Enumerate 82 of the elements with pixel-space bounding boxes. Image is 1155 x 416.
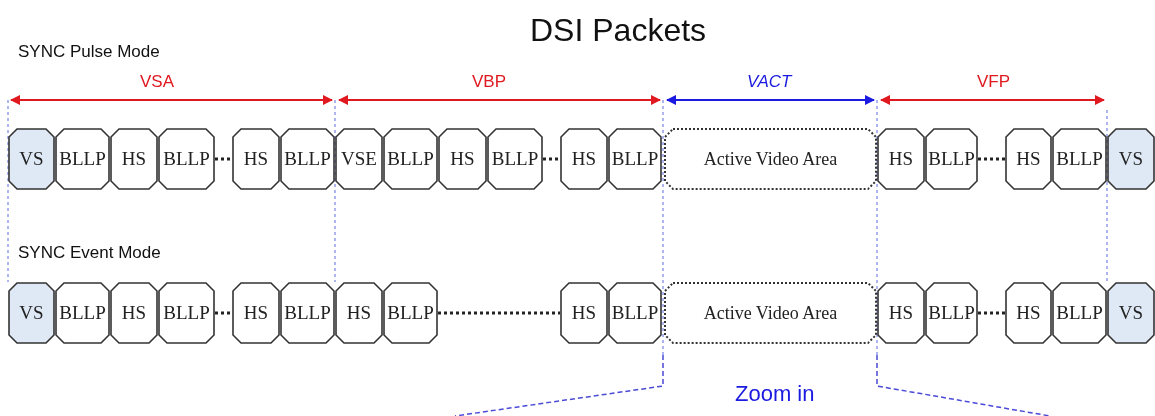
packet-label: HS (1016, 302, 1041, 324)
packet-box (8, 128, 55, 190)
packet-box (55, 128, 110, 190)
packet-box (1005, 128, 1052, 190)
packet-label: VS (1118, 302, 1144, 324)
packet-box (383, 282, 438, 344)
packet-label: BLLP (1056, 302, 1103, 324)
packet-box (232, 282, 280, 344)
dimension-label: VBP (472, 72, 507, 92)
packet-label: HS (888, 302, 914, 324)
packet-label: BLLP (387, 148, 434, 170)
dimension-label: VSA (140, 72, 175, 92)
packet-label: Active Video Area (703, 148, 838, 170)
packet-label: VS (1118, 148, 1144, 170)
packet-box (55, 282, 110, 344)
packet-label: VS (19, 148, 44, 170)
packet-box (1052, 282, 1107, 344)
packet-label: BLLP (59, 302, 106, 324)
dimension-label: VACT (747, 72, 792, 92)
packet-label: BLLP (59, 148, 106, 170)
packet-label: VS (19, 302, 44, 324)
diagram-title: DSI Packets (530, 12, 707, 49)
packet-box (110, 282, 158, 344)
packet-label: VSE (341, 148, 377, 170)
active-area-box (664, 282, 877, 344)
packet-box (438, 128, 487, 190)
packet-box (1052, 128, 1107, 190)
packet-label: BLLP (1056, 148, 1103, 170)
dotted-connector (215, 311, 232, 315)
packet-label: BLLP (611, 302, 659, 324)
packet-label: Active Video Area (703, 302, 838, 324)
packet-label: HS (346, 302, 372, 324)
packet-label: HS (888, 148, 914, 170)
packet-box (608, 282, 662, 344)
packet-box (560, 128, 608, 190)
packet-box (877, 282, 925, 344)
packet-box (335, 128, 383, 190)
packet-box (1107, 282, 1155, 344)
packet-label: BLLP (284, 302, 331, 324)
packet-box (280, 282, 335, 344)
dotted-connector (438, 311, 560, 315)
packet-box (487, 128, 543, 190)
packet-label: HS (243, 302, 269, 324)
packet-box (925, 128, 978, 190)
packet-box (560, 282, 608, 344)
packet-label: BLLP (928, 302, 975, 324)
packet-label: HS (121, 302, 147, 324)
packet-box (158, 282, 215, 344)
packet-box (335, 282, 383, 344)
packet-label: BLLP (611, 148, 659, 170)
packet-box (110, 128, 158, 190)
packet-box (877, 128, 925, 190)
packet-box (608, 128, 662, 190)
packet-label: HS (121, 148, 147, 170)
dimension-label: VFP (977, 72, 1011, 92)
packet-label: HS (243, 148, 269, 170)
packet-label: BLLP (163, 302, 210, 324)
zoom-label: Zoom in (735, 381, 815, 407)
dotted-connector (543, 157, 560, 161)
packet-label: BLLP (387, 302, 434, 324)
packet-box (280, 128, 335, 190)
packet-label: BLLP (284, 148, 331, 170)
packet-label: HS (1016, 148, 1041, 170)
mode-heading: SYNC Pulse Mode (18, 42, 160, 62)
packet-label: BLLP (491, 148, 539, 170)
packet-box (925, 282, 978, 344)
dotted-connector (215, 157, 232, 161)
packet-box (232, 128, 280, 190)
packet-box (8, 282, 55, 344)
dotted-connector (978, 311, 1005, 315)
packet-box (1107, 128, 1155, 190)
mode-heading: SYNC Event Mode (18, 243, 161, 263)
packet-label: HS (571, 302, 597, 324)
active-area-box (664, 128, 877, 190)
packet-box (1005, 282, 1052, 344)
dotted-connector (978, 157, 1005, 161)
packet-box (383, 128, 438, 190)
packet-box (158, 128, 215, 190)
packet-label: HS (450, 148, 475, 170)
packet-label: HS (571, 148, 597, 170)
packet-label: BLLP (928, 148, 975, 170)
packet-label: BLLP (163, 148, 210, 170)
